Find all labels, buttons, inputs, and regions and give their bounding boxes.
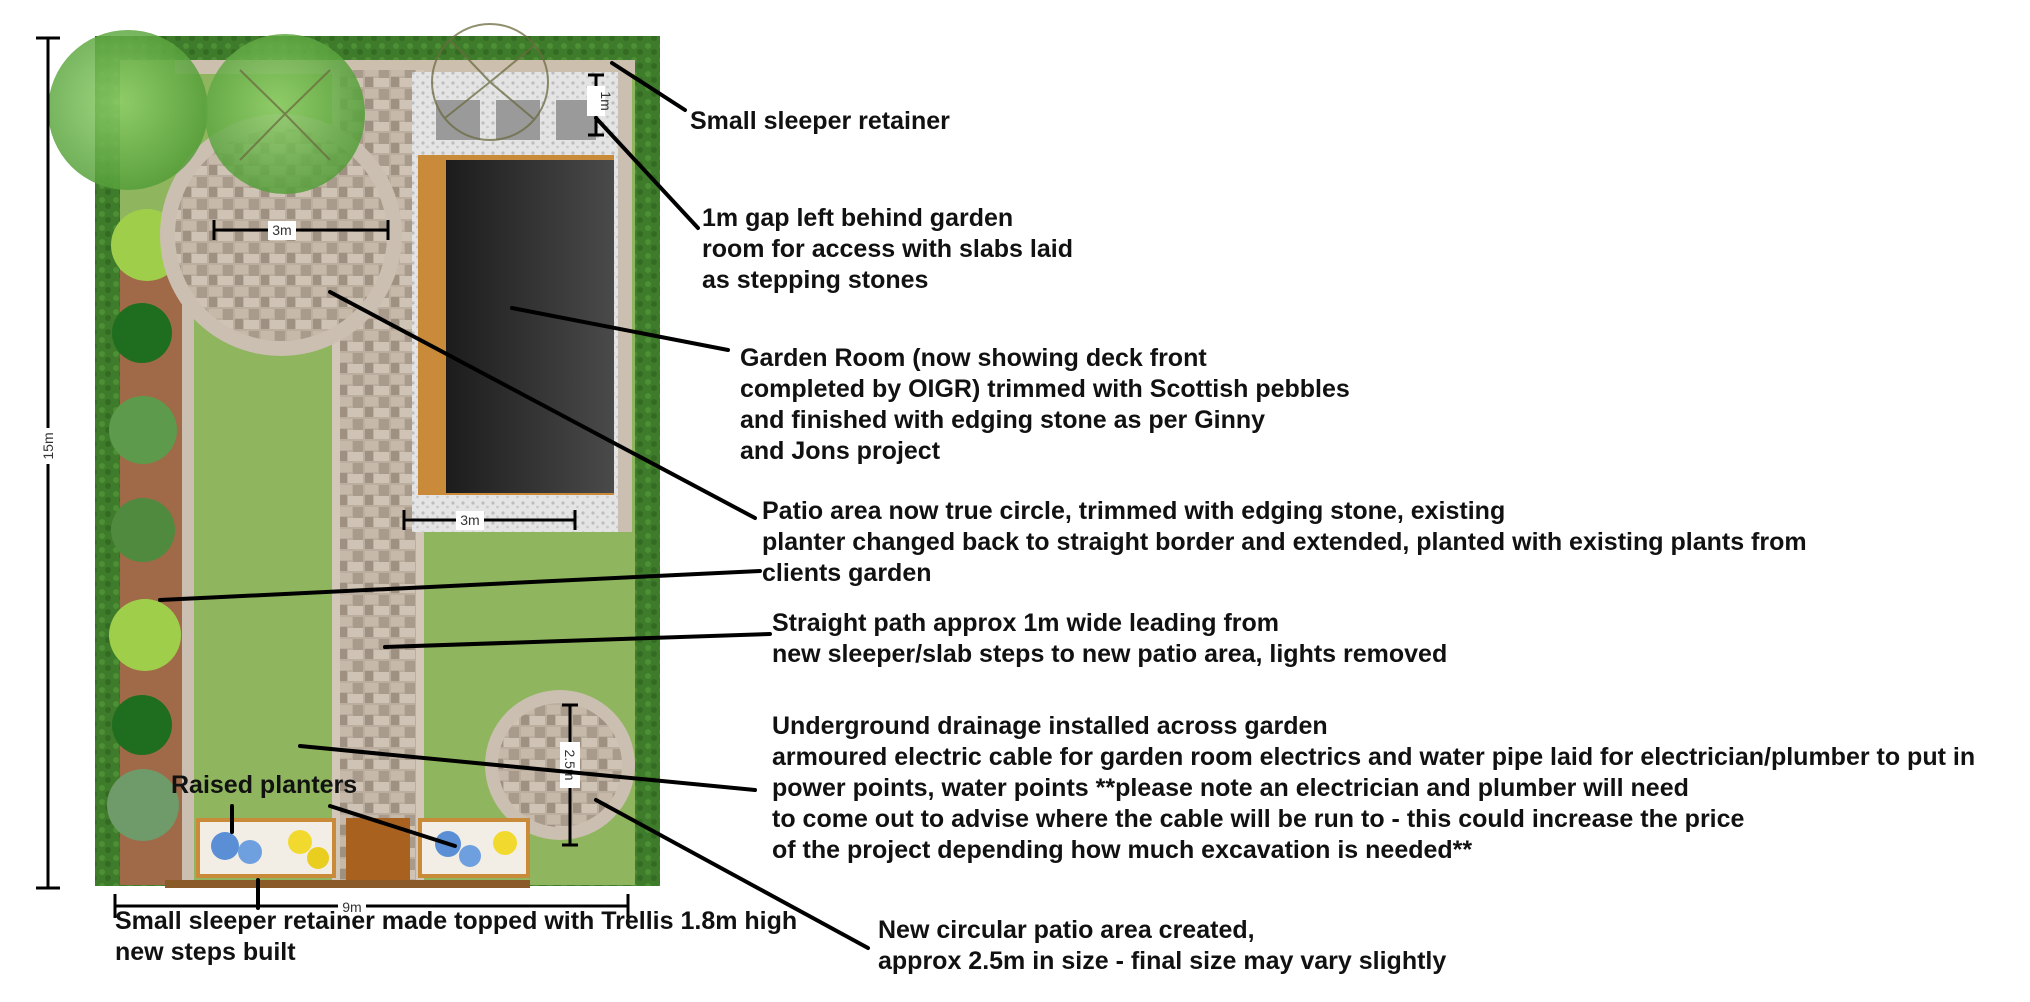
border-edging <box>182 270 194 885</box>
shrub <box>112 695 172 755</box>
note-line: Straight path approx 1m wide leading fro… <box>772 609 1280 637</box>
note-line: clients garden <box>762 559 932 587</box>
note-rear-gap: 1m gap left behind garden room for acces… <box>702 203 1073 296</box>
note-line: Garden Room (now showing deck front <box>740 344 1207 372</box>
sleeper-retainer-bottom <box>165 880 530 888</box>
leader-lines <box>158 61 870 950</box>
note-line: New circular patio area created, <box>878 916 1255 944</box>
note-patio: Patio area now true circle, trimmed with… <box>762 496 1807 589</box>
note-trellis: Small sleeper retainer made topped with … <box>115 906 797 968</box>
note-garden-room: Garden Room (now showing deck front comp… <box>740 343 1350 467</box>
flowers <box>211 830 517 869</box>
note-path: Straight path approx 1m wide leading fro… <box>772 608 1447 670</box>
note-line: planter changed back to straight border … <box>762 528 1807 556</box>
dim-top-patio: 3m <box>272 222 291 238</box>
note-line: armoured electric cable for garden room … <box>772 743 1976 771</box>
dim-overall-height: 15m <box>40 432 56 459</box>
note-line: Raised planters <box>171 771 358 799</box>
note-line: of the project depending how much excava… <box>772 836 1473 864</box>
note-drainage: Underground drainage installed across ga… <box>772 711 1975 866</box>
shrub <box>112 303 172 363</box>
note-line: approx 2.5m in size - final size may var… <box>878 947 1447 975</box>
dim-rear-gap: 1m <box>598 91 614 110</box>
note-line: new steps built <box>115 938 296 966</box>
dim-room-width: 3m <box>460 512 479 528</box>
note-raised-planters: Raised planters <box>171 770 357 801</box>
note-line: as stepping stones <box>702 266 929 294</box>
note-line: Small sleeper retainer <box>690 107 950 135</box>
note-line: to come out to advise where the cable wi… <box>772 805 1745 833</box>
note-line: completed by OIGR) trimmed with Scottish… <box>740 375 1350 403</box>
path-edging-left <box>332 70 340 882</box>
garden-room-edging <box>618 72 632 532</box>
note-circular-patio: New circular patio area created, approx … <box>878 915 1446 977</box>
note-line: Underground drainage installed across ga… <box>772 712 1328 740</box>
note-line: Small sleeper retainer made topped with … <box>115 907 798 935</box>
note-line: 1m gap left behind garden <box>702 204 1014 232</box>
note-line: room for access with slabs laid <box>702 235 1073 263</box>
shrub <box>109 599 181 671</box>
garden-room <box>446 160 614 493</box>
shrub <box>111 498 175 562</box>
note-sleeper-retainer: Small sleeper retainer <box>690 106 950 137</box>
note-line: Patio area now true circle, trimmed with… <box>762 497 1506 525</box>
note-line: power points, water points **please note… <box>772 774 1689 802</box>
shrub <box>109 396 177 464</box>
note-line: and finished with edging stone as per Gi… <box>740 406 1266 434</box>
stepping-stone <box>436 100 480 140</box>
dim-overall-width: 9m <box>342 899 361 915</box>
shrub <box>107 769 179 841</box>
dim-small-patio: 2.5m <box>562 749 578 780</box>
tree <box>48 30 208 190</box>
tree-outline <box>239 23 549 161</box>
note-line: new sleeper/slab steps to new patio area… <box>772 640 1448 668</box>
note-line: and Jons project <box>740 437 941 465</box>
